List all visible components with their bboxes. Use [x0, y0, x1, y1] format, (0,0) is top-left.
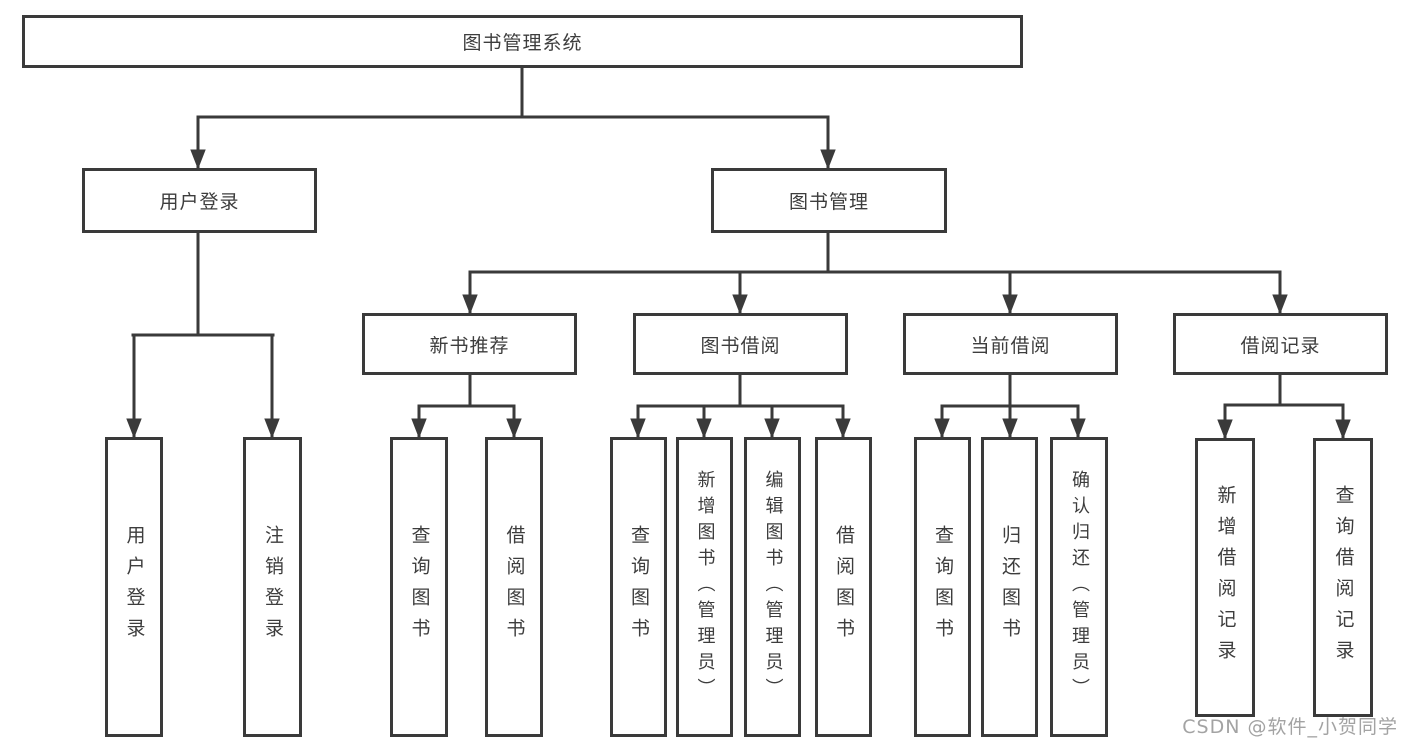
leaf-query-books-current: 查询图书	[914, 437, 971, 737]
node-label: 用户登录	[123, 525, 146, 649]
leaf-borrow-books-recommend: 借阅图书	[485, 437, 543, 737]
node-label: 新书推荐	[429, 334, 510, 357]
leaf-edit-book-admin: 编辑图书（管理员）	[744, 437, 801, 737]
leaf-user-login: 用户登录	[105, 437, 163, 737]
node-borrow-records: 借阅记录	[1173, 313, 1388, 375]
leaf-borrow-books: 借阅图书	[815, 437, 872, 737]
node-label: 注销登录	[262, 525, 284, 649]
node-label: 查询借阅记录	[1332, 484, 1355, 671]
connector-path	[131, 66, 1345, 408]
leaf-add-borrow-record: 新增借阅记录	[1195, 438, 1255, 717]
node-current-borrow: 当前借阅	[903, 313, 1118, 375]
node-new-book-recommend: 新书推荐	[362, 313, 577, 375]
node-label: 当前借阅	[970, 334, 1051, 357]
node-root-system: 图书管理系统	[22, 15, 1023, 68]
node-book-management: 图书管理	[711, 168, 947, 233]
node-book-borrow: 图书借阅	[633, 313, 848, 375]
node-user-login-module: 用户登录	[82, 168, 317, 233]
node-label: 图书借阅	[700, 334, 781, 357]
node-label: 新增图书（管理员）	[694, 470, 716, 704]
node-label: 新增借阅记录	[1214, 484, 1237, 671]
node-label: 用户登录	[159, 191, 240, 213]
node-label: 确认归还（管理员）	[1069, 470, 1090, 704]
leaf-query-books-recommend: 查询图书	[390, 437, 448, 737]
node-label: 图书管理	[788, 191, 869, 213]
leaf-return-book: 归还图书	[981, 437, 1038, 737]
node-label: 查询图书	[932, 525, 954, 649]
leaf-confirm-return-admin: 确认归还（管理员）	[1050, 437, 1108, 737]
leaf-logout: 注销登录	[243, 437, 302, 737]
node-label: 查询图书	[628, 525, 650, 649]
leaf-query-books-borrow: 查询图书	[610, 437, 667, 737]
node-label: 借阅记录	[1240, 334, 1321, 357]
leaf-add-book-admin: 新增图书（管理员）	[676, 437, 733, 737]
node-label: 编辑图书（管理员）	[762, 470, 784, 704]
node-label: 归还图书	[999, 525, 1021, 649]
csdn-watermark: CSDN @软件_小贺同学	[1182, 716, 1398, 738]
leaf-query-borrow-record: 查询借阅记录	[1313, 438, 1373, 717]
node-label: 图书管理系统	[462, 32, 583, 54]
node-label: 借阅图书	[503, 525, 526, 649]
node-label: 查询图书	[408, 525, 431, 649]
node-label: 借阅图书	[833, 525, 855, 649]
